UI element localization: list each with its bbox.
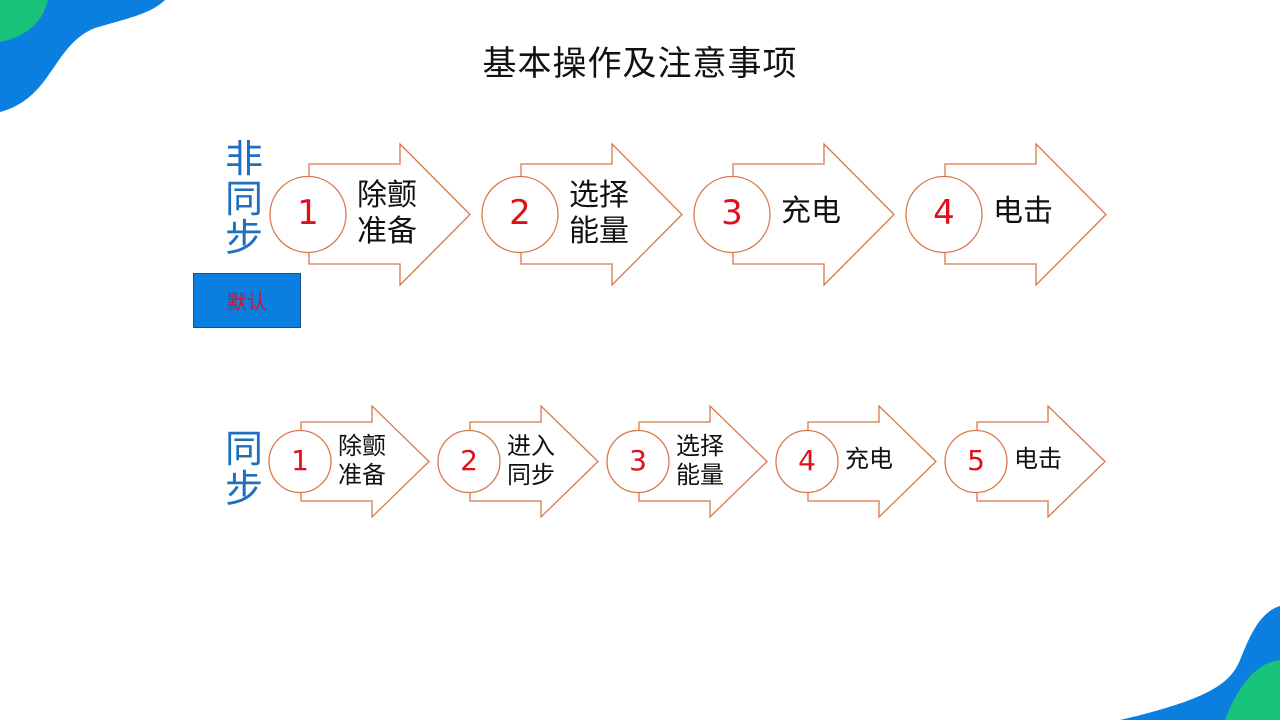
step-number: 5 xyxy=(967,444,985,478)
sync-step-3: 3 选择能量 xyxy=(606,404,768,519)
step-label: 除颤准备 xyxy=(357,178,417,251)
step-label-line: 除颤 xyxy=(357,177,417,213)
step-label-line: 同步 xyxy=(507,461,555,490)
step-label-line: 能量 xyxy=(676,461,724,490)
step-label-line: 选择 xyxy=(569,177,629,213)
step-number-circle xyxy=(268,429,332,494)
non-sync-label: 非 同 步 xyxy=(224,137,263,261)
step-label: 选择能量 xyxy=(676,432,724,491)
sync-step-4: 4 充电 xyxy=(775,404,937,519)
sync-step-1: 1 除颤准备 xyxy=(268,404,430,519)
step-number: 4 xyxy=(933,193,955,234)
step-arrow-shape xyxy=(606,404,768,519)
non_sync-step-2: 2 选择能量 xyxy=(481,142,683,287)
step-label-line: 除颤 xyxy=(338,432,386,461)
step-label-line: 电击 xyxy=(993,194,1053,230)
step-number: 2 xyxy=(509,193,531,234)
step-arrow-shape xyxy=(269,142,471,287)
step-number-circle xyxy=(606,429,670,494)
sync-label: 同 步 xyxy=(224,427,263,511)
step-number-circle xyxy=(437,429,501,494)
step-number: 3 xyxy=(721,193,743,234)
step-number: 4 xyxy=(798,444,816,478)
step-number-circle xyxy=(775,429,839,494)
step-label: 选择能量 xyxy=(569,178,629,251)
step-number-circle xyxy=(905,175,983,254)
sync-step-5: 5 电击 xyxy=(944,404,1106,519)
step-label-line: 能量 xyxy=(569,214,629,250)
step-label-line: 选择 xyxy=(676,432,724,461)
step-number-circle xyxy=(481,175,559,254)
step-number: 3 xyxy=(629,444,647,478)
step-label-line: 准备 xyxy=(357,214,417,250)
step-arrow-shape xyxy=(905,142,1107,287)
non_sync-step-1: 1 除颤准备 xyxy=(269,142,471,287)
step-arrow-shape xyxy=(693,142,895,287)
non_sync-step-3: 3 充电 xyxy=(693,142,895,287)
step-label-line: 电击 xyxy=(1014,444,1062,473)
step-number-circle xyxy=(944,429,1008,494)
corner-decoration-top-left xyxy=(0,0,165,112)
step-label: 电击 xyxy=(993,194,1053,231)
step-number: 1 xyxy=(291,444,309,478)
step-arrow-shape xyxy=(437,404,599,519)
step-label: 充电 xyxy=(845,445,893,474)
step-label-line: 充电 xyxy=(845,444,893,473)
step-arrow-shape xyxy=(775,404,937,519)
step-label: 充电 xyxy=(781,194,841,231)
step-arrow-shape xyxy=(481,142,683,287)
page-title: 基本操作及注意事项 xyxy=(482,44,798,84)
step-number: 1 xyxy=(297,193,319,234)
step-number-circle xyxy=(269,175,347,254)
step-label-line: 充电 xyxy=(781,194,841,230)
step-label: 除颤准备 xyxy=(338,432,386,491)
corner-decoration-bottom-right xyxy=(1120,606,1280,720)
default-button[interactable]: 默认 xyxy=(193,273,301,328)
step-number: 2 xyxy=(460,444,478,478)
step-number-circle xyxy=(693,175,771,254)
sync-step-2: 2 进入同步 xyxy=(437,404,599,519)
non_sync-step-4: 4 电击 xyxy=(905,142,1107,287)
step-label: 进入同步 xyxy=(507,432,555,491)
step-arrow-shape xyxy=(944,404,1106,519)
step-arrow-shape xyxy=(268,404,430,519)
step-label: 电击 xyxy=(1014,445,1062,474)
step-label-line: 准备 xyxy=(338,461,386,490)
step-label-line: 进入 xyxy=(507,432,555,461)
